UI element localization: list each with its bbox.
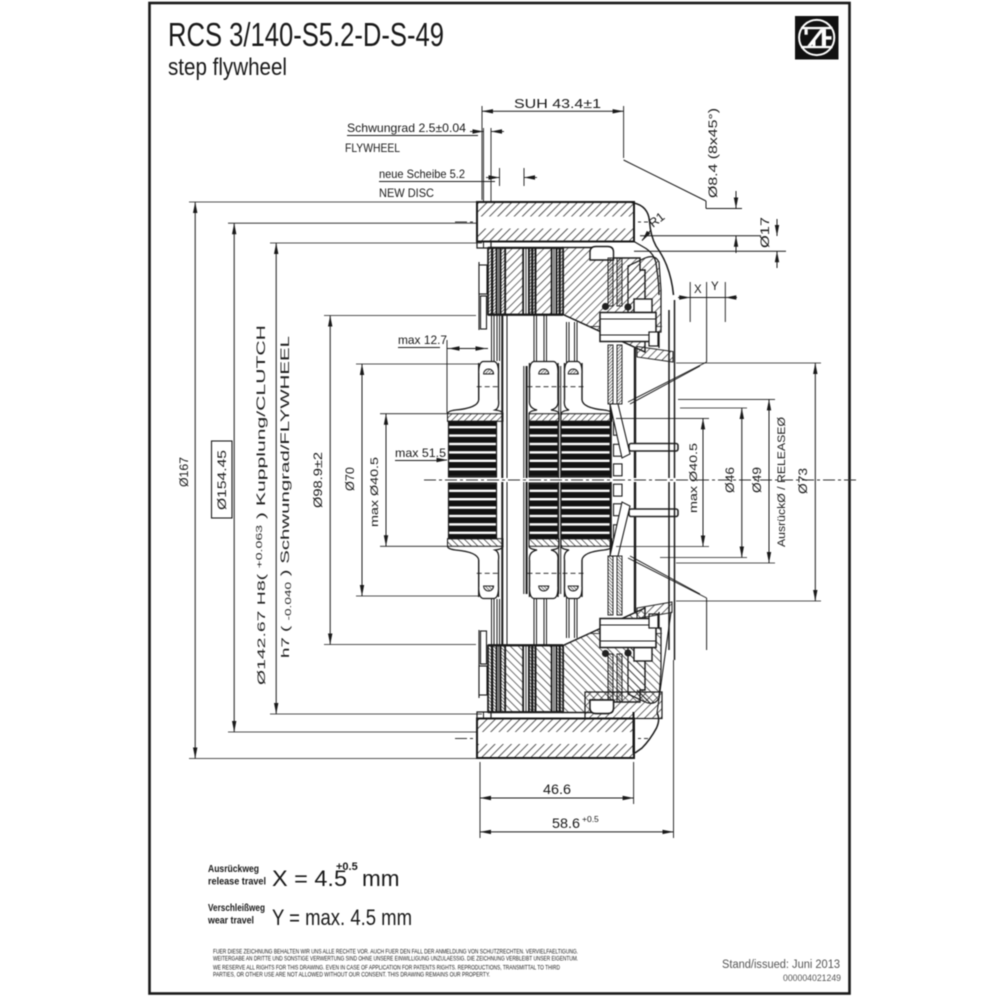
- svg-text:+0.5: +0.5: [336, 861, 358, 873]
- svg-text:Stand/issued: Juni 2013: Stand/issued: Juni 2013: [722, 959, 840, 971]
- svg-text:Schwungrad 2.5±0.04: Schwungrad 2.5±0.04: [347, 121, 466, 135]
- svg-text:max Ø40.5: max Ø40.5: [688, 443, 700, 513]
- svg-text:46.6: 46.6: [543, 782, 571, 797]
- svg-text:58.6: 58.6: [552, 816, 580, 831]
- svg-text:h7 ( -0.040 ) Schwungrad/FLYWH: h7 ( -0.040 ) Schwungrad/FLYWHEEL: [278, 335, 293, 658]
- svg-text:max 51.5: max 51.5: [395, 446, 446, 460]
- svg-text:RCS 3/140-S5.2-D-S-49: RCS 3/140-S5.2-D-S-49: [168, 16, 444, 53]
- svg-text:FLYWHEEL: FLYWHEEL: [345, 141, 400, 155]
- svg-text:SUH 43.4±1: SUH 43.4±1: [514, 97, 601, 111]
- svg-text:NEW DISC: NEW DISC: [379, 186, 434, 200]
- svg-text:WE RESERVE ALL RIGHTS FOR THIS: WE RESERVE ALL RIGHTS FOR THIS DRAWING. …: [213, 965, 560, 972]
- svg-text:+0.5: +0.5: [582, 814, 599, 824]
- svg-text:release travel: release travel: [208, 876, 266, 888]
- svg-text:Y = max. 4.5 mm: Y = max. 4.5 mm: [272, 905, 412, 930]
- svg-text:X: X: [694, 284, 702, 296]
- svg-text:PARTIES, OR OTHER USE ARE NOT: PARTIES, OR OTHER USE ARE NOT ALLOWED WI…: [213, 972, 490, 979]
- svg-text:Ø167: Ø167: [179, 457, 191, 487]
- svg-text:neue Scheibe 5.2: neue Scheibe 5.2: [379, 167, 465, 181]
- svg-text:Ø70: Ø70: [345, 467, 357, 491]
- svg-text:WEITERGABE AN DRITTE UND SONST: WEITERGABE AN DRITTE UND SONSTIGE VERWER…: [213, 956, 578, 963]
- svg-text:Ø73: Ø73: [798, 468, 810, 494]
- svg-text:Ø17: Ø17: [760, 217, 772, 248]
- svg-text:step flywheel: step flywheel: [168, 54, 287, 81]
- svg-text:wear travel: wear travel: [207, 915, 254, 927]
- svg-text:Verschleißweg: Verschleißweg: [208, 902, 265, 914]
- svg-text:max 12.7: max 12.7: [398, 333, 447, 347]
- svg-text:Ø46: Ø46: [725, 467, 737, 493]
- svg-text:mm: mm: [362, 866, 400, 891]
- svg-text:FUER DIESE ZEICHNUNG BEHALTEN: FUER DIESE ZEICHNUNG BEHALTEN WIR UNS AL…: [213, 949, 578, 956]
- svg-text:Ø8.4 (8x45°): Ø8.4 (8x45°): [708, 108, 720, 198]
- svg-text:X = 4.5: X = 4.5: [272, 866, 347, 891]
- svg-text:Ø49: Ø49: [752, 467, 764, 493]
- svg-text:AusrückØ / RELEASEØ: AusrückØ / RELEASEØ: [776, 417, 788, 547]
- svg-text:Y: Y: [711, 281, 719, 293]
- svg-text:Ø142.67 H8( +0.063 ) Kupplung/: Ø142.67 H8( +0.063 ) Kupplung/CLUTCH: [254, 325, 268, 685]
- svg-text:Ø154.45: Ø154.45: [217, 450, 229, 510]
- svg-text:Ø98.9±2: Ø98.9±2: [313, 452, 325, 508]
- svg-text:max Ø40.5: max Ø40.5: [369, 457, 381, 527]
- svg-text:Ausrückweg: Ausrückweg: [208, 863, 259, 875]
- svg-text:000004021249: 000004021249: [783, 973, 841, 983]
